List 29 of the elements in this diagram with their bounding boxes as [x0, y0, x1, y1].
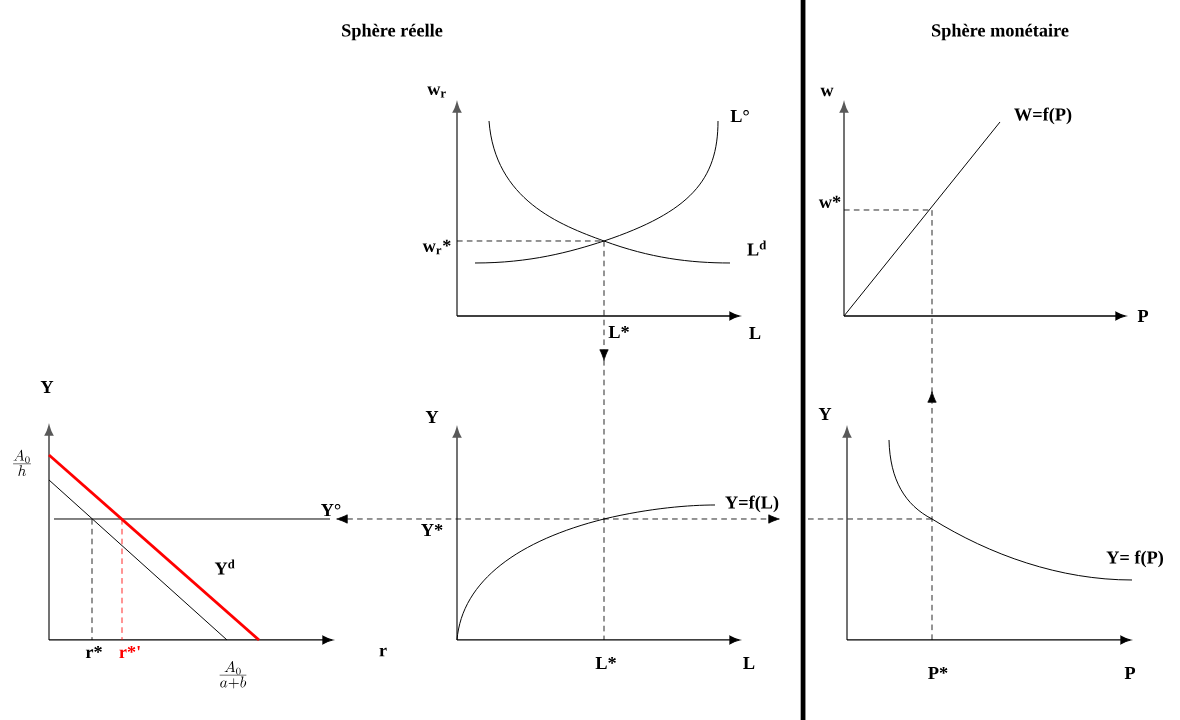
curve-label: L$^{d}$	[747, 240, 767, 256]
axis-label: L	[749, 327, 761, 339]
axis-label: Y*	[421, 523, 443, 536]
axis-label: P*	[928, 666, 948, 679]
axis-label: w$_{r}$*	[422, 239, 451, 255]
section-heading: Sphère monétaire	[932, 23, 1069, 41]
curve-label: Y$^{d}$	[214, 559, 235, 575]
axis-label: w*	[818, 195, 841, 209]
curve-label: L°	[730, 109, 749, 123]
axis-label: r	[379, 647, 387, 657]
axis-label: r*'	[119, 645, 140, 658]
axis-label: Y	[818, 408, 832, 420]
curve-label: Y= f(P)	[1106, 550, 1163, 568]
axis-label: P	[1124, 667, 1136, 679]
section-heading: Sphère réelle	[342, 23, 443, 41]
axis-label: w	[820, 87, 834, 97]
axis-label: Y	[40, 381, 54, 393]
axis-label: w$_{r}$	[427, 86, 446, 98]
intercept-label: $\frac{A_0}{a+b}$	[219, 661, 247, 689]
axis-label: L*	[608, 325, 629, 338]
axis-label: r*	[85, 645, 102, 658]
axis-label: L*	[595, 656, 616, 669]
axis-label: L	[743, 657, 755, 669]
curve-label: Y=f(L)	[725, 495, 779, 513]
axis-label: Y	[425, 411, 439, 423]
curve-label: W=f(P)	[1014, 107, 1072, 125]
intercept-label: $\frac{A_0}{h}$	[13, 449, 31, 477]
axis-label: P	[1137, 310, 1149, 322]
curve-label: Y°	[321, 503, 341, 517]
